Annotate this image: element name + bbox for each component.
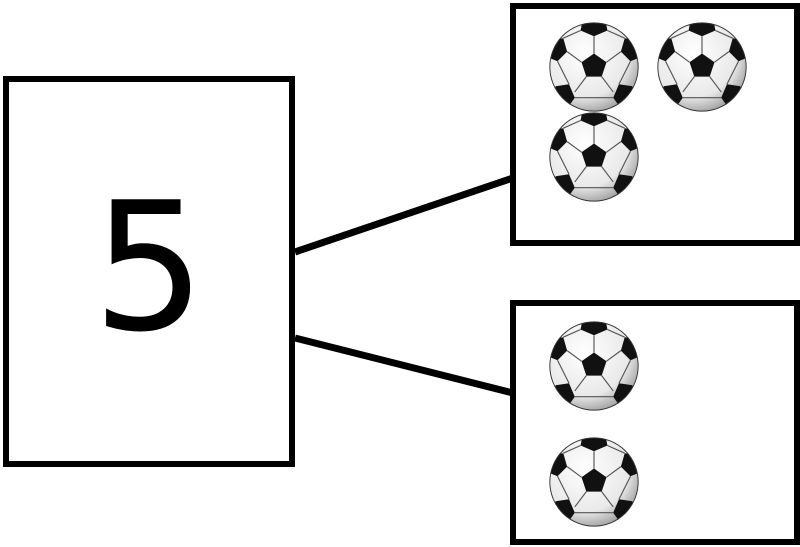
soccer-ball-icon [546,434,642,530]
whole-box: 5 [3,76,295,467]
whole-number: 5 [92,163,206,371]
soccer-ball-icon [546,19,642,115]
soccer-ball-icon [546,318,642,414]
part-box-top [510,3,800,246]
connector-line-bottom [294,334,514,397]
soccer-ball-icon [546,109,642,205]
part-box-bottom [510,300,800,545]
connector-line-top [293,174,515,256]
soccer-ball-icon [654,19,750,115]
